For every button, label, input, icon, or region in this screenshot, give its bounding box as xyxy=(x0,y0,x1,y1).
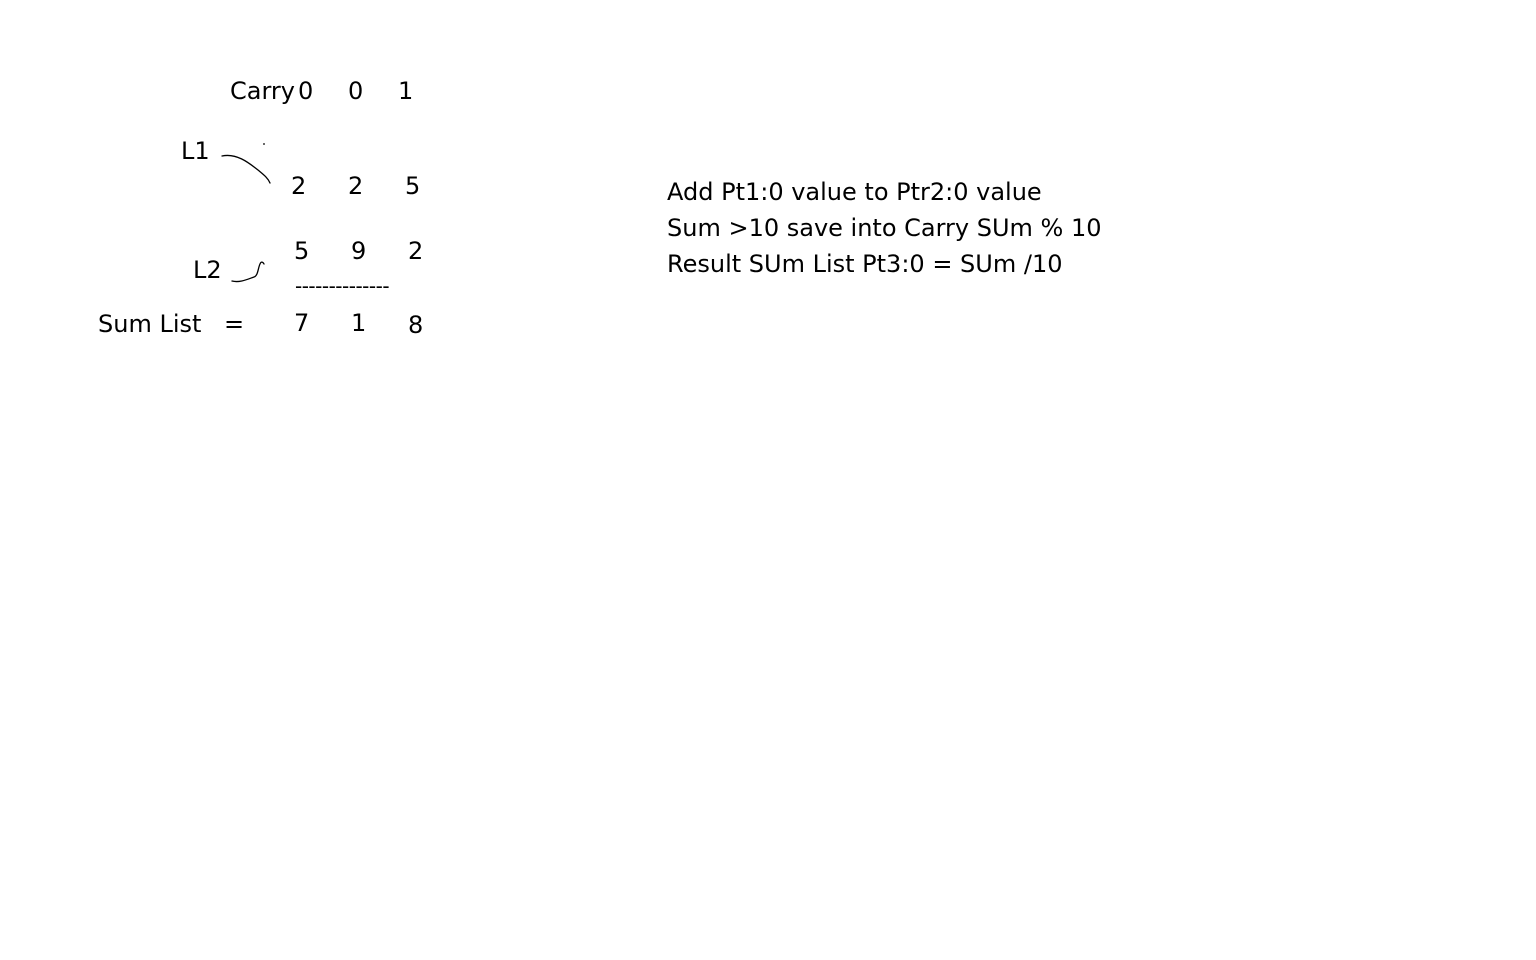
list1-digit: 2 xyxy=(291,172,307,200)
sum-label: Sum List xyxy=(98,310,202,338)
sum-digit: 8 xyxy=(408,311,424,339)
l2-pointer-stroke xyxy=(231,261,265,283)
list1-digit: 5 xyxy=(405,172,421,200)
equals-sign: = xyxy=(224,310,245,338)
carry-digit: 0 xyxy=(298,77,314,105)
carry-digit: 0 xyxy=(348,77,364,105)
list2-label: L2 xyxy=(193,256,222,284)
list1-label: L1 xyxy=(181,137,210,165)
list2-digit: 5 xyxy=(294,237,310,265)
sum-digit: 1 xyxy=(351,309,367,337)
stray-dot xyxy=(263,143,265,145)
list1-digit: 2 xyxy=(348,172,364,200)
sum-digit: 7 xyxy=(294,309,310,337)
list2-digit: 2 xyxy=(408,237,424,265)
carry-label: Carry xyxy=(230,77,295,105)
note-line: Result SUm List Pt3:0 = SUm /10 xyxy=(667,250,1063,278)
carry-digit: 1 xyxy=(398,77,414,105)
note-line: Sum >10 save into Carry SUm % 10 xyxy=(667,214,1102,242)
l1-pointer-stroke xyxy=(221,154,271,184)
sum-divider: -------------- xyxy=(295,274,390,298)
note-line: Add Pt1:0 value to Ptr2:0 value xyxy=(667,178,1042,206)
list2-digit: 9 xyxy=(351,237,367,265)
